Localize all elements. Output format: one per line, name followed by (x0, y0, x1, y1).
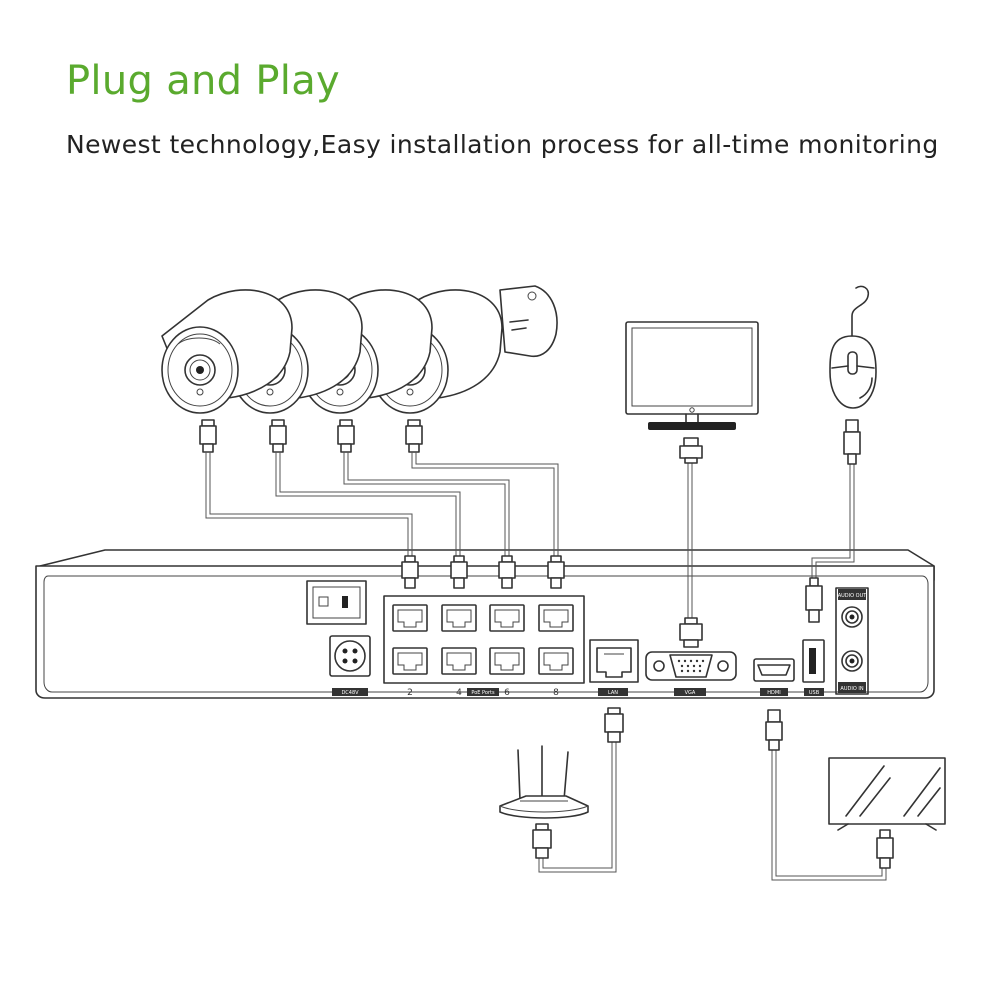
poe-port[interactable] (489, 604, 525, 632)
hdmi-plug-icon (765, 709, 783, 751)
hdmi-port[interactable] (753, 658, 795, 682)
cameras (161, 285, 558, 453)
usb-port[interactable] (802, 639, 825, 683)
vga-label: VGA (685, 690, 696, 696)
rj45-plug-icon (532, 823, 552, 859)
poe-port[interactable] (441, 647, 477, 675)
mouse-icon (829, 285, 877, 409)
hdmi-label-bg (760, 688, 788, 696)
port-number-8: 8 (553, 688, 559, 698)
vga-port[interactable] (645, 651, 737, 681)
vga-plug-icon (679, 437, 703, 464)
power-label: DC48V (341, 690, 359, 696)
power-jack (329, 635, 371, 677)
poe-port[interactable] (392, 604, 428, 632)
power-switch[interactable] (306, 580, 367, 625)
camera-icon (161, 289, 423, 453)
poe-label: PoE Ports (471, 690, 495, 696)
usb-plug-icon (805, 577, 823, 623)
connectors (532, 419, 894, 869)
port-number-6: 6 (504, 688, 510, 698)
port-number-4: 4 (456, 688, 462, 698)
rj45-plug-icon (401, 555, 419, 589)
poe-port[interactable] (538, 604, 574, 632)
audio-in-label: AUDIO IN (840, 686, 863, 692)
rj45-plug-icon (405, 419, 423, 453)
vga-plug-icon (679, 617, 703, 648)
rj45-plug-icon (450, 555, 468, 589)
hdmi-plug-icon (876, 829, 894, 869)
rj45-plug-icon (604, 707, 624, 743)
tv-icon (828, 757, 946, 831)
rj45-plug-icon (337, 419, 355, 453)
audio-in-port[interactable] (841, 650, 863, 672)
usb-label-bg (804, 688, 824, 696)
poe-port[interactable] (489, 647, 525, 675)
vga-label-bg (674, 688, 706, 696)
power-label-bg (332, 688, 368, 696)
audio-in-label-bg (838, 682, 866, 693)
monitor-icon (625, 321, 759, 430)
poe-port-block (383, 595, 585, 684)
lan-label: LAN (608, 690, 618, 696)
poe-port[interactable] (441, 604, 477, 632)
audio-out-label: AUDIO OUT (838, 593, 868, 599)
nvr-recorder (35, 549, 935, 699)
rj45-plug-icon (269, 419, 287, 453)
rj45-plug-icon (547, 555, 565, 589)
router-icon (499, 745, 589, 819)
audio-out-port[interactable] (841, 606, 863, 628)
lan-label-bg (598, 688, 628, 696)
page-title: Plug and Play (66, 58, 340, 104)
port-number-2: 2 (407, 688, 413, 698)
poe-port[interactable] (392, 647, 428, 675)
camera-mount-icon (499, 285, 558, 358)
poe-port[interactable] (538, 647, 574, 675)
rj45-plug-icon (199, 419, 217, 453)
rj45-plug-icon (498, 555, 516, 589)
audio-out-label-bg (838, 589, 866, 600)
usb-plug-icon (843, 419, 861, 465)
cables (205, 452, 887, 881)
hdmi-label: HDMI (767, 690, 780, 696)
page-subtitle: Newest technology,Easy installation proc… (66, 130, 939, 159)
lan-port[interactable] (589, 639, 639, 683)
usb-label: USB (809, 690, 820, 696)
poe-label-bg (467, 688, 499, 696)
audio-panel (835, 587, 869, 695)
